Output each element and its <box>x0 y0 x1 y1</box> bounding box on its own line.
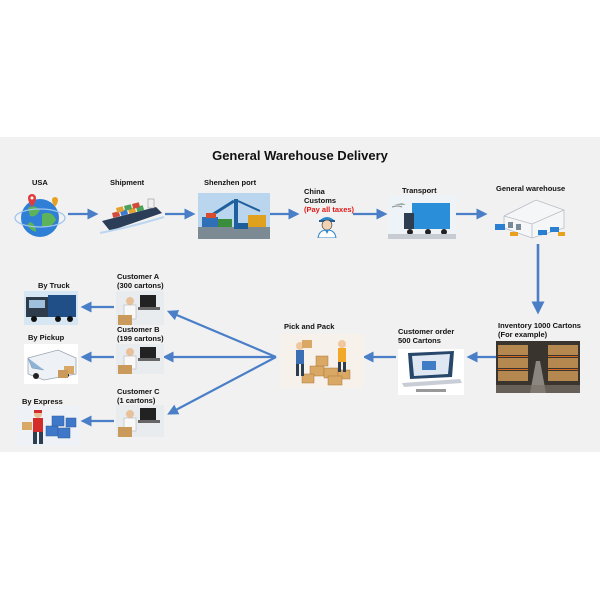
label-500-cartons: 500 Cartons <box>398 336 441 345</box>
label-usa: USA <box>32 178 48 187</box>
label-300-cartons: (300 cartons) <box>117 281 164 290</box>
label-shenzhen-port: Shenzhen port <box>204 178 257 187</box>
office-worker-icon <box>116 344 164 374</box>
label-customer-c: Customer C <box>117 387 160 396</box>
label-pay-all-taxes: (Pay all taxes) <box>304 205 355 214</box>
courier-icon <box>16 406 80 446</box>
label-by-express: By Express <box>22 397 63 406</box>
arrow-pickpack-customer-a <box>166 310 277 359</box>
arrow-pickpack-customer-c <box>167 356 277 415</box>
label-inventory: Inventory 1000 Cartons <box>498 321 581 330</box>
laptop-order-icon <box>398 349 464 395</box>
label-china: China <box>304 187 325 196</box>
diagram-title: General Warehouse Delivery <box>212 148 388 163</box>
label-customer-b: Customer B <box>117 325 160 334</box>
label-customer-a: Customer A <box>117 272 160 281</box>
warehouse-shelves-icon <box>496 341 580 393</box>
truck-icon <box>24 291 78 325</box>
label-transport: Transport <box>402 186 437 195</box>
container-ship-icon <box>96 193 166 238</box>
label-shipment: Shipment <box>110 178 145 187</box>
diagram-panel <box>0 137 600 452</box>
customs-officer-icon <box>314 212 340 238</box>
label-customs: Customs <box>304 196 337 205</box>
label-by-truck: By Truck <box>38 281 70 290</box>
globe-map-pin-icon <box>12 192 68 240</box>
van-icon <box>24 344 78 384</box>
label-by-pickup: By Pickup <box>28 333 65 342</box>
label-for-example: (For example) <box>498 330 548 339</box>
label-1-cartons: (1 cartons) <box>117 396 156 405</box>
label-pick-and-pack: Pick and Pack <box>284 322 335 331</box>
label-199-cartons: (199 cartons) <box>117 334 164 343</box>
freight-truck-icon <box>388 195 456 239</box>
office-worker-icon <box>116 405 164 437</box>
warehouse-building-icon <box>492 194 568 242</box>
workers-packing-icon <box>280 334 364 388</box>
office-worker-icon <box>116 291 164 325</box>
label-customer-order: Customer order <box>398 327 455 336</box>
port-crane-icon <box>198 193 270 239</box>
label-general-warehouse: General warehouse <box>496 184 566 193</box>
